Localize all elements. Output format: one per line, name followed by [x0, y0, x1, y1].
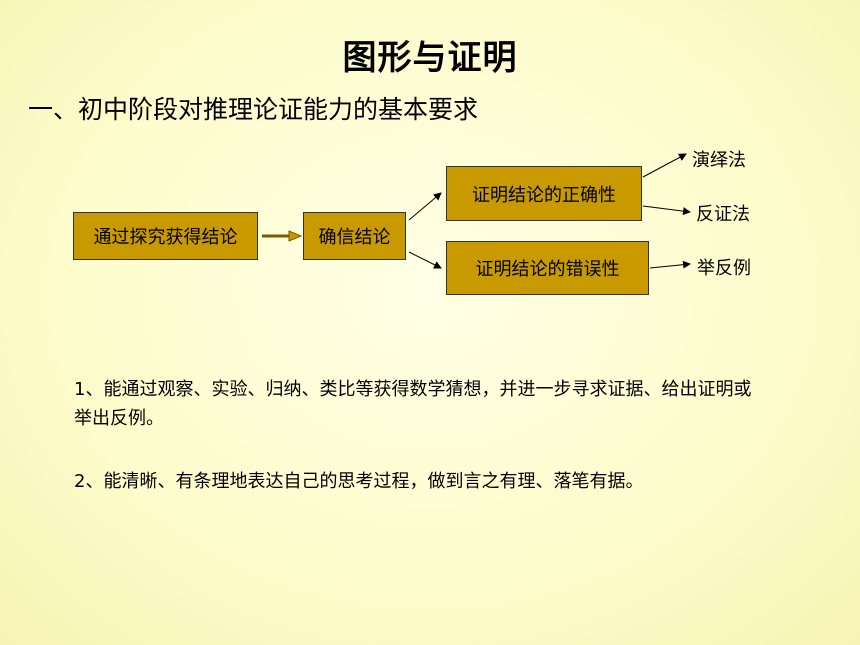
section-heading: 一、初中阶段对推理论证能力的基本要求	[28, 95, 479, 124]
box-explore-conclusion: 通过探究获得结论	[73, 212, 258, 260]
arrow-confirm-to-correct	[408, 192, 442, 221]
requirement-1: 1、能通过观察、实验、归纳、类比等获得数学猜想，并进一步寻求证据、给出证明或举出…	[74, 379, 752, 429]
arrow-to-deduction	[642, 153, 687, 178]
arrow-confirm-to-error	[408, 251, 442, 269]
box-prove-wrong: 证明结论的错误性	[446, 241, 649, 295]
arrow-explore-head	[288, 230, 303, 242]
box-confirm-conclusion: 确信结论	[303, 212, 406, 260]
arrow-to-contradiction	[642, 205, 691, 216]
box-prove-correct: 证明结论的正确性	[446, 166, 642, 221]
requirement-2: 2、能清晰、有条理地表达自己的思考过程，做到言之有理、落笔有据。	[74, 471, 644, 492]
label-counterexample: 举反例	[697, 258, 751, 279]
arrow-to-counterexample	[649, 260, 691, 269]
page-title: 图形与证明	[342, 38, 518, 78]
label-deduction: 演绎法	[692, 150, 746, 171]
label-contradiction: 反证法	[696, 204, 750, 225]
